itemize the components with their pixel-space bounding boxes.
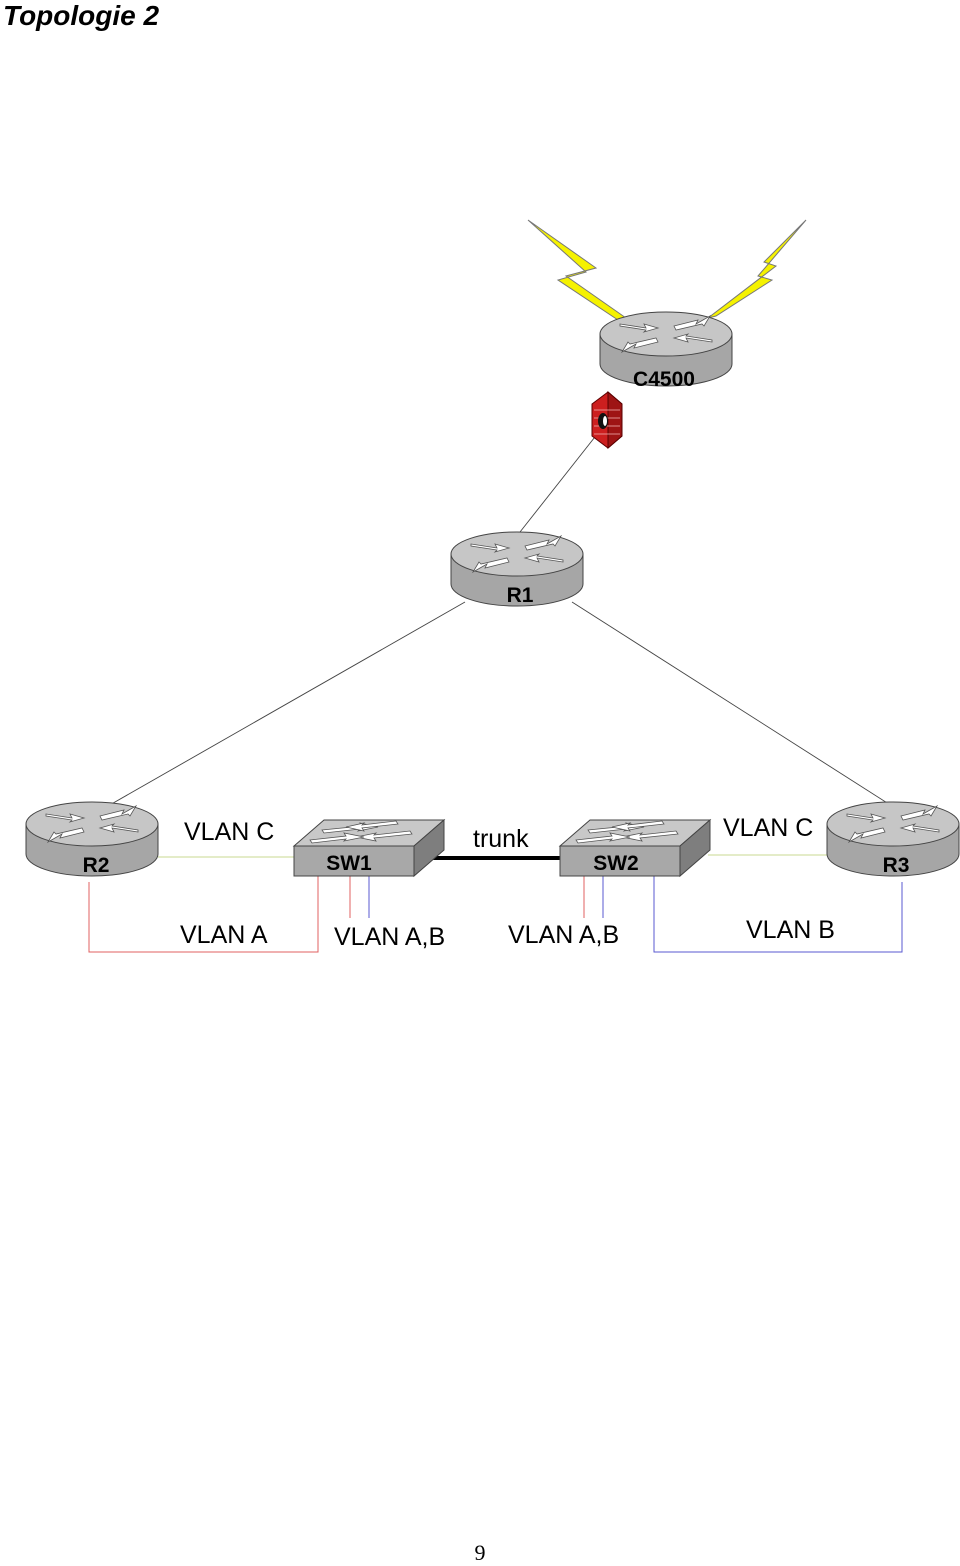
- router-c4500-label: C4500: [633, 368, 695, 391]
- network-diagram: C4500 R1 R2 R3 SW1 SW2 VLAN C trunk VLAN…: [25, 219, 960, 953]
- link-r2-sw1-vlan-a: [88, 876, 319, 953]
- link-r1-r3: [571, 601, 893, 807]
- router-r3-label: R3: [883, 854, 910, 877]
- link-c4500-r1: [519, 427, 603, 533]
- label-sw2-r3-vlan-c: VLAN C: [723, 814, 813, 842]
- label-sw1-ports: VLAN A,B: [334, 923, 445, 951]
- label-sw2-ports: VLAN A,B: [508, 921, 619, 949]
- serial-link-icon: [527, 219, 628, 321]
- serial-link-icon: [707, 219, 807, 319]
- router-r2-label: R2: [83, 854, 110, 877]
- page-number: 9: [474, 1540, 486, 1565]
- page-title: Topologie 2: [3, 0, 160, 31]
- label-r2-sw1-vlan-a: VLAN A: [180, 921, 268, 949]
- router-r1-label: R1: [507, 584, 534, 607]
- link-sw2-r3-vlan-b: [653, 876, 903, 953]
- label-r2-sw1-vlan-c: VLAN C: [184, 818, 274, 846]
- label-sw2-r3-vlan-b: VLAN B: [746, 916, 835, 944]
- switch-sw1-label: SW1: [326, 852, 372, 875]
- firewall-icon: [591, 390, 623, 450]
- link-r1-r2: [107, 601, 466, 807]
- label-trunk: trunk: [473, 825, 529, 853]
- switch-sw2-label: SW2: [593, 852, 639, 875]
